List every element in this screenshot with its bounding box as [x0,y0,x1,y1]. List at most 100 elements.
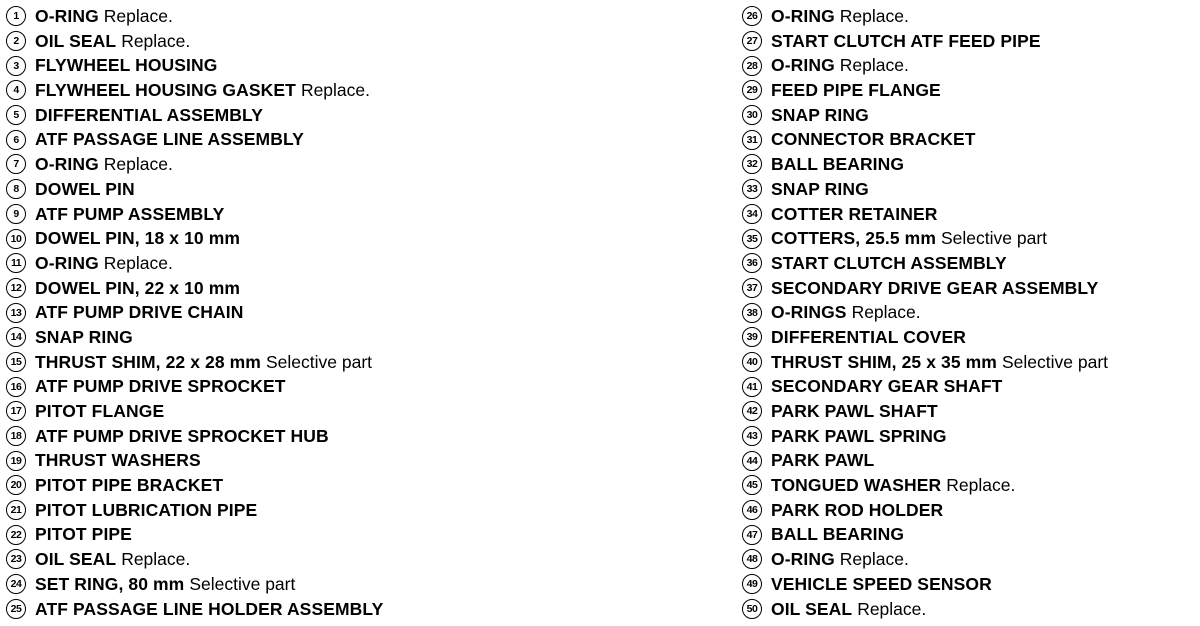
item-number-badge: 10 [6,228,26,249]
part-name: SNAP RING [35,326,133,347]
part-name: TONGUED WASHER [771,475,942,496]
part-note: Replace. [103,154,173,175]
item-number-badge: 40 [742,351,762,372]
part-note: Replace. [839,6,909,26]
item-number-badge: 9 [6,203,26,224]
part-name: BALL BEARING [771,154,905,175]
part-item: 49 VEHICLE SPEED SENSOR [742,572,1197,597]
part-name: PITOT FLANGE [35,401,165,421]
item-number-badge: 28 [742,55,762,76]
part-note: Replace. [103,6,173,26]
item-number-badge: 4 [6,80,26,101]
item-number-badge: 33 [742,179,762,200]
item-number-badge: 17 [6,401,26,422]
item-number-badge: 44 [742,450,762,471]
part-note: Selective part [940,228,1048,249]
part-name: O-RING [35,252,99,273]
part-name: VEHICLE SPEED SENSOR [771,573,992,594]
part-name: BALL BEARING [771,524,905,545]
part-item: 29 FEED PIPE FLANGE [742,78,1197,103]
item-number-badge: 26 [742,6,762,27]
item-number-badge: 12 [6,277,26,298]
item-number-badge: 49 [742,574,762,595]
item-number-badge: 35 [742,228,762,249]
part-name: PITOT PIPE [35,524,132,545]
part-name: O-RING [771,549,835,570]
part-name: ATF PUMP DRIVE CHAIN [35,302,244,323]
part-item: 18 ATF PUMP DRIVE SPROCKET HUB [6,424,706,449]
part-name: SET RING, 80 mm [35,573,185,594]
item-number-badge: 29 [742,80,762,101]
part-note: Replace. [839,549,909,570]
part-note: Selective part [1001,351,1109,372]
item-number-badge: 37 [742,277,762,298]
part-name: THRUST SHIM, 25 x 35 mm [771,351,997,372]
item-number-badge: 45 [742,475,762,496]
part-name: ATF PASSAGE LINE HOLDER ASSEMBLY [35,598,384,619]
part-name: ATF PUMP DRIVE SPROCKET HUB [35,425,329,446]
item-number-badge: 38 [742,302,762,323]
part-name: PARK PAWL SPRING [771,425,947,446]
item-number-badge: 16 [6,376,26,397]
item-number-badge: 50 [742,598,762,619]
part-name: SECONDARY DRIVE GEAR ASSEMBLY [771,277,1099,298]
part-item: 17 PITOT FLANGE [6,399,706,424]
part-note: Replace. [121,549,191,570]
item-number-badge: 27 [742,31,762,52]
item-number-badge: 47 [742,524,762,545]
part-name: DOWEL PIN, 22 x 10 mm [35,277,241,298]
item-number-badge: 19 [6,450,26,471]
part-name: PARK ROD HOLDER [771,499,944,520]
item-number-badge: 7 [6,154,26,175]
item-number-badge: 3 [6,55,26,76]
item-number-badge: 36 [742,253,762,274]
part-name: O-RING [35,6,99,26]
part-name: OIL SEAL [35,549,117,570]
item-number-badge: 25 [6,598,26,619]
item-number-badge: 22 [6,524,26,545]
part-item: 39 DIFFERENTIAL COVER [742,325,1197,350]
part-name: DOWEL PIN [35,178,135,199]
part-name: O-RING [771,55,835,76]
item-number-badge: 42 [742,401,762,422]
part-name: DIFFERENTIAL COVER [771,326,966,347]
part-name: O-RING [35,154,99,175]
item-number-badge: 39 [742,327,762,348]
part-name: ATF PUMP ASSEMBLY [35,203,225,224]
item-number-badge: 1 [6,6,26,27]
part-note: Replace. [300,80,371,101]
part-name: FEED PIPE FLANGE [771,80,941,101]
part-note: Replace. [851,302,921,323]
item-number-badge: 6 [6,129,26,150]
item-number-badge: 24 [6,574,26,595]
item-number-badge: 18 [6,426,26,447]
part-item: 25 ATF PASSAGE LINE HOLDER ASSEMBLY [6,597,706,622]
item-number-badge: 11 [6,253,26,274]
